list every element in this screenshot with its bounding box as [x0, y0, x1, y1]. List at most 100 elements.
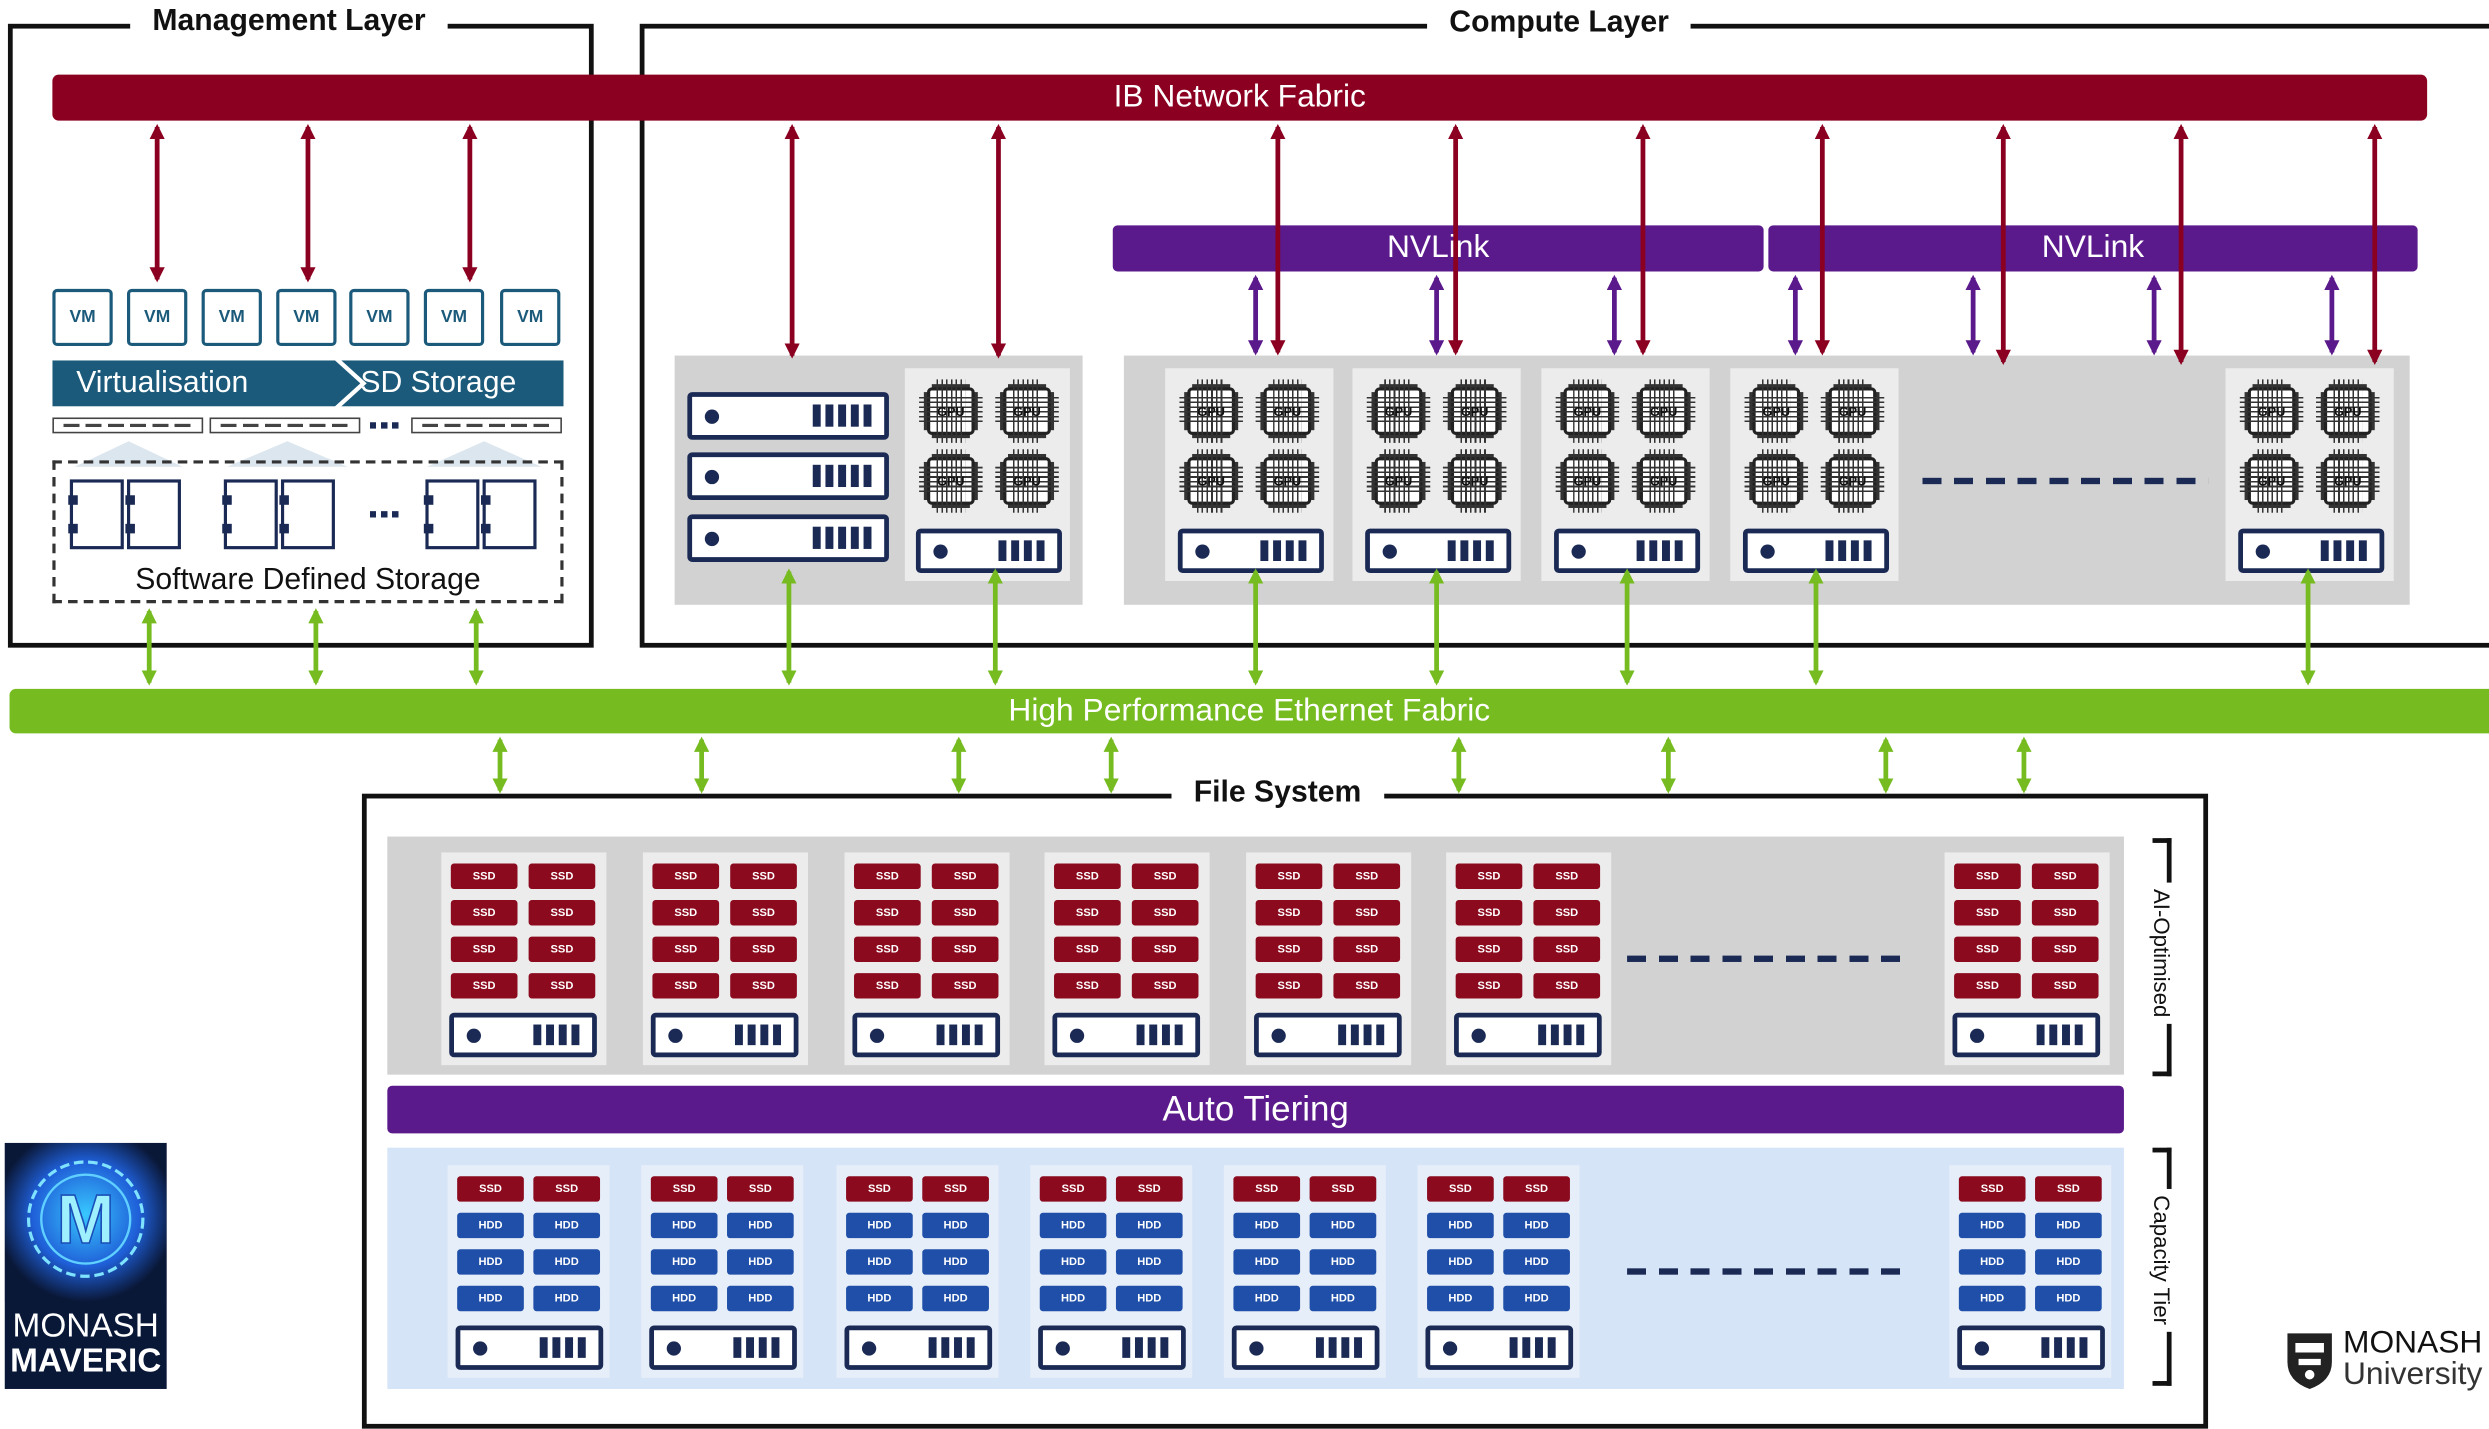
hdd-drive: HDD — [1039, 1249, 1107, 1275]
capacity-storage-node-server — [1038, 1325, 1186, 1370]
ssd-drive: SSD — [1039, 1176, 1107, 1202]
ssd-drive: SSD — [1333, 973, 1401, 999]
gpu-node-server — [1554, 528, 1701, 574]
ssd-drive: SSD — [528, 936, 596, 962]
server-slot — [2333, 540, 2342, 562]
server-slot — [1576, 1024, 1585, 1046]
nvlink-bar-left: NVLink — [1112, 225, 1764, 272]
server-slot — [747, 1024, 756, 1046]
server-slot — [1147, 1337, 1156, 1359]
ssd-drive: SSD — [931, 973, 999, 999]
server-slot — [1134, 1337, 1143, 1359]
server-slot — [1649, 540, 1658, 562]
server-slot — [2036, 1024, 2045, 1046]
server-slot — [1447, 540, 1456, 562]
gpu-chip-icon: GPU — [995, 379, 1059, 443]
server-slots — [1825, 540, 1872, 562]
server-led — [2255, 543, 2270, 558]
server-slot — [941, 1337, 950, 1359]
ssd-drive: SSD — [2031, 973, 2099, 999]
sds-box — [52, 460, 564, 604]
ssd-drive: SSD — [533, 1176, 601, 1202]
server-slots — [1315, 1337, 1362, 1359]
hdd-drive: HDD — [1115, 1249, 1183, 1275]
monash-university-logo: MONASH University — [2283, 1324, 2489, 1394]
hdd-drive: HDD — [1039, 1212, 1107, 1239]
ssd-drive: SSD — [1954, 973, 2021, 999]
gpu-chip-icon: GPU — [1366, 449, 1431, 513]
ssd-drive: SSD — [846, 1176, 913, 1202]
ssd-drive: SSD — [1131, 863, 1199, 889]
server-led — [668, 1027, 683, 1043]
hdd-drive: HDD — [1958, 1285, 2026, 1312]
server-slot — [2346, 540, 2355, 562]
gpu-node-server — [1177, 528, 1324, 574]
vm-box: VM — [500, 288, 561, 347]
hdd-drive: HDD — [1039, 1285, 1107, 1312]
gpu-chip-icon: GPU — [1820, 379, 1885, 443]
compute-server — [687, 514, 889, 562]
hdd-drive: HDD — [457, 1249, 524, 1275]
ssd-drive: SSD — [1333, 900, 1401, 926]
sds-node — [125, 479, 181, 550]
ssd-drive: SSD — [528, 973, 596, 999]
virtualisation-banner: Virtualisation SD Storage — [52, 360, 564, 407]
ai-storage-node-server — [852, 1012, 1001, 1058]
server-slot — [1485, 540, 1494, 562]
gpu-chip-icon: GPU — [1744, 379, 1809, 443]
server-slot — [1350, 1024, 1359, 1046]
ssd-drive: SSD — [931, 863, 999, 889]
ssd-drive: SSD — [1455, 973, 1523, 999]
hdd-drive: HDD — [1233, 1212, 1301, 1239]
server-slot — [961, 1024, 970, 1046]
hdd-drive: HDD — [1503, 1212, 1570, 1239]
server-slot — [1636, 540, 1645, 562]
gpu-chip-icon: GPU — [1442, 449, 1507, 513]
server-led — [933, 543, 948, 558]
hdd-drive: HDD — [650, 1249, 718, 1275]
rack-unit-2 — [209, 417, 361, 434]
server-led — [1571, 543, 1586, 558]
server-led — [1974, 1340, 1990, 1355]
server-slots — [928, 1337, 975, 1359]
vm-box: VM — [423, 288, 485, 347]
hdd-drive: HDD — [650, 1212, 718, 1239]
server-led — [666, 1340, 681, 1355]
server-slot — [1460, 540, 1469, 562]
ai-storage-node-server — [1052, 1012, 1201, 1058]
gpu-chip-icon: GPU — [2316, 379, 2380, 443]
gpu-node-server — [915, 528, 1062, 574]
server-slot — [746, 1337, 755, 1359]
server-led — [473, 1340, 488, 1355]
management-layer-title: Management Layer — [130, 4, 448, 40]
server-slot — [2320, 540, 2329, 562]
compute-layer-title: Compute Layer — [1427, 6, 1692, 42]
server-slot — [1328, 1337, 1337, 1359]
sds-ellipsis — [369, 511, 402, 518]
ssd-drive: SSD — [1455, 936, 1523, 962]
gpu-chip-icon: GPU — [2316, 449, 2380, 513]
server-slot — [1538, 1024, 1547, 1046]
server-slot — [1547, 1337, 1556, 1359]
hdd-drive: HDD — [727, 1249, 794, 1275]
ssd-drive: SSD — [730, 900, 797, 926]
vm-box: VM — [126, 288, 188, 347]
ib-network-fabric-bar: IB Network Fabric — [52, 74, 2428, 121]
server-led — [869, 1027, 885, 1043]
server-slot — [1376, 1024, 1385, 1046]
ssd-drive: SSD — [457, 1176, 524, 1202]
sds-node — [222, 479, 278, 550]
ssd-drive: SSD — [1255, 936, 1323, 962]
ssd-drive: SSD — [1255, 863, 1323, 889]
ethernet-fabric-bar: High Performance Ethernet Fabric — [9, 688, 2489, 734]
vm-box: VM — [276, 288, 337, 347]
server-slot — [2049, 1024, 2058, 1046]
ssd-drive: SSD — [652, 863, 720, 889]
server-slot — [1036, 540, 1045, 562]
server-slot — [1023, 540, 1032, 562]
ssd-drive: SSD — [931, 900, 999, 926]
server-slots — [1538, 1024, 1585, 1046]
hdd-drive: HDD — [1427, 1249, 1494, 1275]
server-slot — [771, 1337, 780, 1359]
